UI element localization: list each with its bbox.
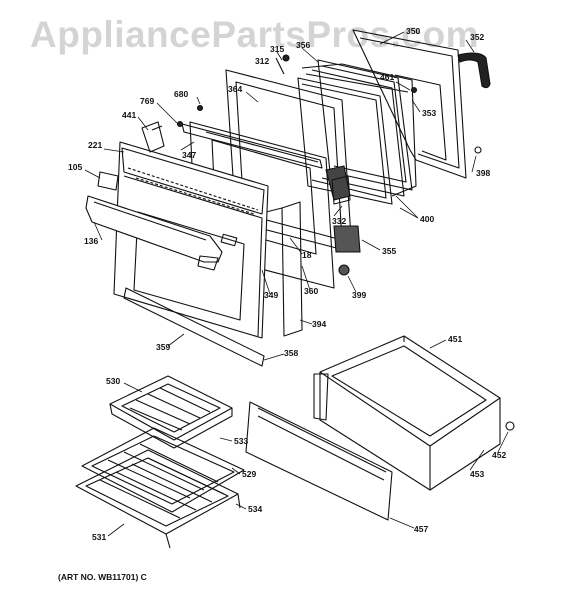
callout-529: 529 xyxy=(242,469,256,479)
side-trim xyxy=(265,201,303,337)
callout-315: 315 xyxy=(270,44,284,54)
callout-394: 394 xyxy=(312,319,326,329)
callout-452: 452 xyxy=(492,450,506,460)
callout-680: 680 xyxy=(174,89,188,99)
oven-rack-upper xyxy=(81,427,245,513)
callout-451: 451 xyxy=(448,334,462,344)
door-gasket xyxy=(457,52,491,89)
callout-530: 530 xyxy=(106,376,120,386)
callout-136: 136 xyxy=(84,236,98,246)
outer-door-panel xyxy=(352,29,467,179)
callout-105: 105 xyxy=(68,162,82,172)
vent-trim xyxy=(181,123,323,169)
callout-350: 350 xyxy=(406,26,420,36)
callout-360: 360 xyxy=(304,286,318,296)
callout-18: 18 xyxy=(302,250,312,260)
callout-531: 531 xyxy=(92,532,106,542)
glass-panes xyxy=(297,59,413,205)
callout-312: 312 xyxy=(255,56,269,66)
oven-rack-lower xyxy=(75,449,241,549)
drawer-front-panel xyxy=(245,401,393,521)
watermark-text: AppliancePartsPros.com xyxy=(30,14,479,55)
callout-355: 355 xyxy=(382,246,396,256)
callout-labels: 350 352 315 356 312 461 364 680 353 769 … xyxy=(68,26,506,542)
screws xyxy=(176,54,515,431)
callout-457: 457 xyxy=(414,524,428,534)
callout-356: 356 xyxy=(296,40,310,50)
callout-769: 769 xyxy=(140,96,154,106)
callout-453: 453 xyxy=(470,469,484,479)
callout-332: 332 xyxy=(332,216,346,226)
callout-364: 364 xyxy=(228,84,242,94)
callout-359: 359 xyxy=(156,342,170,352)
callout-221: 221 xyxy=(88,140,102,150)
callout-353: 353 xyxy=(422,108,436,118)
callout-441: 441 xyxy=(122,110,136,120)
door-frame xyxy=(301,63,417,197)
callout-533: 533 xyxy=(234,436,248,446)
callout-461: 461 xyxy=(380,72,394,82)
door-handle xyxy=(85,195,223,271)
leader-lines xyxy=(84,31,509,537)
callout-347: 347 xyxy=(182,150,196,160)
callout-352: 352 xyxy=(470,32,484,42)
callout-399: 399 xyxy=(352,290,366,300)
hinge-mount xyxy=(141,121,165,153)
hinge-bracket xyxy=(331,175,361,253)
bottom-trim xyxy=(123,287,265,367)
broil-pan xyxy=(109,375,233,449)
callout-398: 398 xyxy=(476,168,490,178)
storage-drawer xyxy=(313,335,501,491)
callout-349: 349 xyxy=(264,290,278,300)
callout-534: 534 xyxy=(248,504,262,514)
art-number: (ART NO. WB11701) C xyxy=(58,572,147,582)
callout-400: 400 xyxy=(420,214,434,224)
handle-end-cap xyxy=(97,171,119,191)
callout-358: 358 xyxy=(284,348,298,358)
